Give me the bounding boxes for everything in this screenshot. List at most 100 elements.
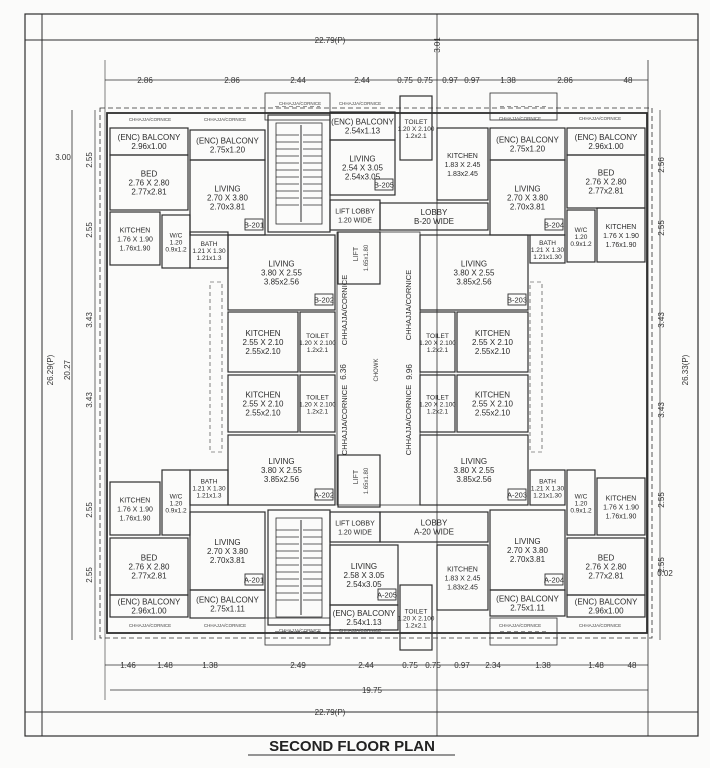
room-size: 1.21 X 1.30 xyxy=(531,486,565,493)
elevation-treatment-box xyxy=(489,92,558,121)
room-name: LOBBY xyxy=(421,208,448,217)
room-size: 2.75x1.20 xyxy=(210,146,246,155)
room-size: 1.20 WIDE xyxy=(338,218,372,225)
room-wall xyxy=(566,469,596,536)
room-name: LIVING xyxy=(268,260,294,269)
room-size: 2.70 X 3.80 xyxy=(207,194,248,203)
chowk-label: CHOWK xyxy=(374,359,380,382)
bottom-dim: 1.46 xyxy=(120,661,136,670)
room-name: KITCHEN xyxy=(120,498,151,505)
room-area: 2.70x3.81 xyxy=(510,203,546,212)
top-dim: 2.86 xyxy=(557,76,573,85)
room-wall xyxy=(596,207,646,263)
room-size: 1.20 xyxy=(575,234,588,241)
room-size: 1.21 X 1.30 xyxy=(192,248,226,255)
room-size: 1.21 X 1.30 xyxy=(192,486,226,493)
unit-number-tag: A-204 xyxy=(544,576,564,585)
unit-tag-box xyxy=(314,488,334,501)
room-area: 3.85x2.56 xyxy=(264,475,300,484)
room-area: 2.77x2.81 xyxy=(588,187,624,196)
bottom-dim: 0.75 xyxy=(425,661,441,670)
room-name: LIVING xyxy=(514,185,540,194)
unit-number-tag: A-201 xyxy=(244,576,264,585)
room-size: 2.54x1.13 xyxy=(346,618,382,627)
elevation-treatment-box xyxy=(489,617,558,646)
top-center-dim: 3.01 xyxy=(433,37,442,53)
room-name: TOILET xyxy=(306,395,329,402)
room-name: (ENC) BALCONY xyxy=(118,598,181,607)
room-size: 2.96x1.00 xyxy=(588,607,624,616)
room-wall xyxy=(399,584,433,651)
room-area: 1.2x2.1 xyxy=(427,409,449,416)
room-size: 2.54x1.13 xyxy=(345,127,381,136)
inner-height-left: 20.27 xyxy=(63,359,72,380)
room-size: 3.80 X 2.55 xyxy=(454,466,495,475)
side-chhajja xyxy=(529,281,543,453)
room-size: 2.75x1.11 xyxy=(210,605,245,614)
unit-tag-box xyxy=(244,218,264,231)
room-size: 1.83 X 2.45 xyxy=(445,162,481,169)
room-name: KITCHEN xyxy=(245,391,280,400)
right-dim: 2.56 xyxy=(657,157,666,173)
room-name: LIVING xyxy=(349,155,375,164)
room-size: 1.20 xyxy=(170,240,183,247)
room-name: LIVING xyxy=(461,457,487,466)
room-wall xyxy=(566,209,596,263)
room-area: 1.83x2.45 xyxy=(447,171,478,178)
room-name: TOILET xyxy=(405,119,428,126)
room-size: 1.20 X 2.100 xyxy=(299,340,336,347)
unit-number-tag: B-204 xyxy=(544,221,564,230)
bottom-dim: 1.38 xyxy=(202,661,218,670)
chhajja-cornice-label: CHHAJJA/CORNICE xyxy=(340,385,349,455)
room-wall xyxy=(189,469,229,506)
room-name: (ENC) BALCONY xyxy=(496,595,559,604)
bottom-dim: 0.75 xyxy=(402,661,418,670)
room-size: 2.75x1.11 xyxy=(510,604,545,613)
top-dim: 2.86 xyxy=(224,76,240,85)
room-size: 1.20 WIDE xyxy=(338,530,372,537)
room-size: B-20 WIDE xyxy=(414,217,454,226)
room-name: LIVING xyxy=(268,457,294,466)
side-chhajja xyxy=(209,281,223,453)
room-name: LIVING xyxy=(351,562,377,571)
room-size: 1.20 X 2.100 xyxy=(398,616,435,623)
room-area: 1.21x1.30 xyxy=(533,493,562,500)
unit-tag-box xyxy=(244,573,264,586)
room-wall xyxy=(529,234,566,264)
bottom-dim: 1.48 xyxy=(588,661,604,670)
room-area: 1.76x1.90 xyxy=(120,516,151,523)
overall-height-right: 26.33(P) xyxy=(681,354,690,385)
room-wall xyxy=(596,477,646,536)
room-name: BED xyxy=(598,554,615,563)
chhajja-cornice-label: CHHAJJA/CORNICE xyxy=(499,116,541,121)
room-name: LIFT LOBBY xyxy=(335,209,375,216)
unit-number-tag: B-202 xyxy=(314,296,334,305)
unit-number-tag: A-202 xyxy=(314,491,334,500)
room-wall xyxy=(456,374,529,433)
top-dim: 0.75 xyxy=(417,76,433,85)
room-size: 2.76 X 2.80 xyxy=(586,178,627,187)
chhajja-cornice-label: CHHAJJA/CORNICE xyxy=(129,623,171,628)
room-area: 1.2x2.1 xyxy=(307,347,329,354)
room-area: 2.55x2.10 xyxy=(245,409,281,418)
room-size: 2.76 X 2.80 xyxy=(129,179,170,188)
room-wall xyxy=(489,589,566,617)
room-name: W/C xyxy=(575,227,588,234)
room-name: LIVING xyxy=(514,537,540,546)
room-size: 2.75x1.20 xyxy=(510,145,546,154)
room-area: 0.9x1.2 xyxy=(165,508,187,515)
room-name: LOBBY xyxy=(421,519,448,528)
room-size: 2.70 X 3.80 xyxy=(507,546,548,555)
room-name: KITCHEN xyxy=(447,567,478,574)
room-size: 1.83 X 2.45 xyxy=(445,576,481,583)
right-dim: 2.55 xyxy=(657,220,666,236)
overall-width-top: 22.79(P) xyxy=(315,36,346,45)
top-dim: 0.97 xyxy=(464,76,480,85)
room-area: 2.55x2.10 xyxy=(245,347,281,356)
unit-number-tag: A-205 xyxy=(377,591,397,600)
unit-number-tag: B-201 xyxy=(244,221,264,230)
drawing-title: SECOND FLOOR PLAN xyxy=(269,738,435,755)
top-dim: 48 xyxy=(624,76,633,85)
chhajja-cornice-label: CHHAJJA/CORNICE xyxy=(204,623,246,628)
